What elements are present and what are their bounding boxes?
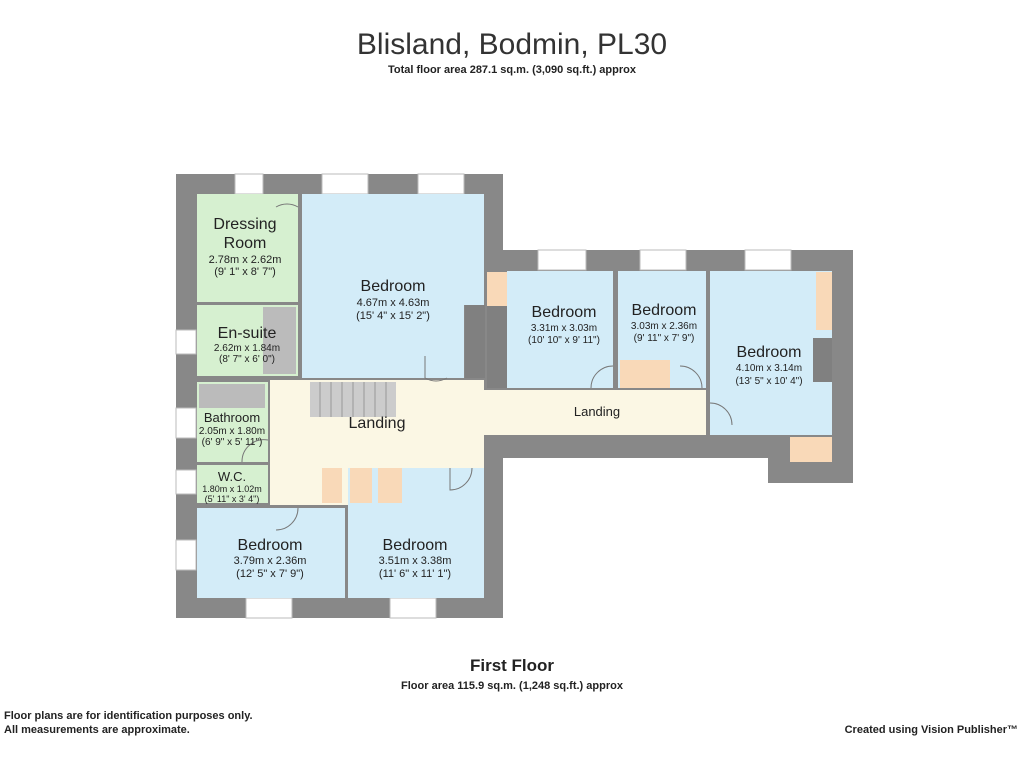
room-size-metric: 4.10m x 3.14m [736,363,802,374]
room-size-imperial: (12' 5" x 7' 9") [236,568,304,580]
room-size-imperial: (8' 7" x 6' 0") [219,354,275,365]
shower-tray [263,307,296,374]
room-landing-east [484,390,706,435]
cupboard [816,272,832,330]
room-name: Bedroom [238,537,303,554]
cupboard [790,437,832,462]
room-size-metric: 2.05m x 1.80m [199,426,265,437]
room-dressing-room [197,194,298,302]
cupboard [350,468,372,503]
room-name: Dressing [213,216,276,233]
room-name: Bathroom [204,410,260,425]
room-size-imperial: (11' 6" x 11' 1") [379,568,451,580]
cupboard [378,468,402,503]
credit-text: Created using Vision Publisher™ [844,724,1018,736]
room-name: Bedroom [383,537,448,554]
room-wc [197,465,268,503]
room-name: Landing [349,415,406,432]
room-bedroom-main [302,194,464,378]
room-size-metric: 3.03m x 2.36m [631,321,697,332]
room-size-imperial: (15' 4" x 15' 2") [356,310,430,322]
room-size-imperial: (9' 11" x 7' 9") [634,333,695,344]
room-name: Bedroom [532,304,597,321]
windows [175,173,792,619]
floor-name: First Floor [469,656,555,675]
room-size-metric: 2.78m x 2.62m [209,254,282,266]
page-title: Blisland, Bodmin, PL30 [356,28,668,61]
room-size-imperial: (13' 5" x 10' 4") [735,376,802,387]
total-floor-area: Total floor area 287.1 sq.m. (3,090 sq.f… [388,64,636,76]
cupboard [487,272,507,306]
room-size-metric: 1.80m x 1.02m [202,484,262,494]
room-name: Bedroom [361,278,426,295]
stairs [310,382,396,417]
room-size-metric: 2.62m x 1.84m [214,343,280,354]
room-size-imperial: (5' 11" x 3' 4") [205,494,260,504]
door-swings [241,203,733,531]
disclaimer-line-2: All measurements are approximate. [4,724,190,736]
room-size-metric: 3.79m x 2.36m [234,555,307,567]
room-name: Landing [574,404,620,419]
room-name: Room [224,235,267,252]
cupboard [322,468,342,503]
room-bedroom-sw [197,508,345,598]
room-size-imperial: (9' 1" x 8' 7") [214,266,276,278]
room-name: Bedroom [737,344,802,361]
room-size-metric: 3.51m x 3.38m [379,555,452,567]
bath-tub [199,384,265,408]
room-size-metric: 3.31m x 3.03m [531,323,597,334]
disclaimer-line-1: Floor plans are for identification purpo… [4,710,253,722]
room-size-imperial: (10' 10" x 9' 11") [528,335,600,346]
floor-area: Floor area 115.9 sq.m. (1,248 sq.ft.) ap… [401,680,623,692]
cupboard [620,360,670,388]
room-name: Bedroom [632,302,697,319]
chimney-breast [465,305,485,378]
room-bedroom-e3 [710,271,832,435]
room-size-metric: 4.67m x 4.63m [357,297,430,309]
room-name: En-suite [218,325,277,342]
room-size-imperial: (6' 9" x 5' 11") [202,437,263,448]
room-name: W.C. [218,469,246,484]
room-bedroom-e1 [507,271,613,388]
